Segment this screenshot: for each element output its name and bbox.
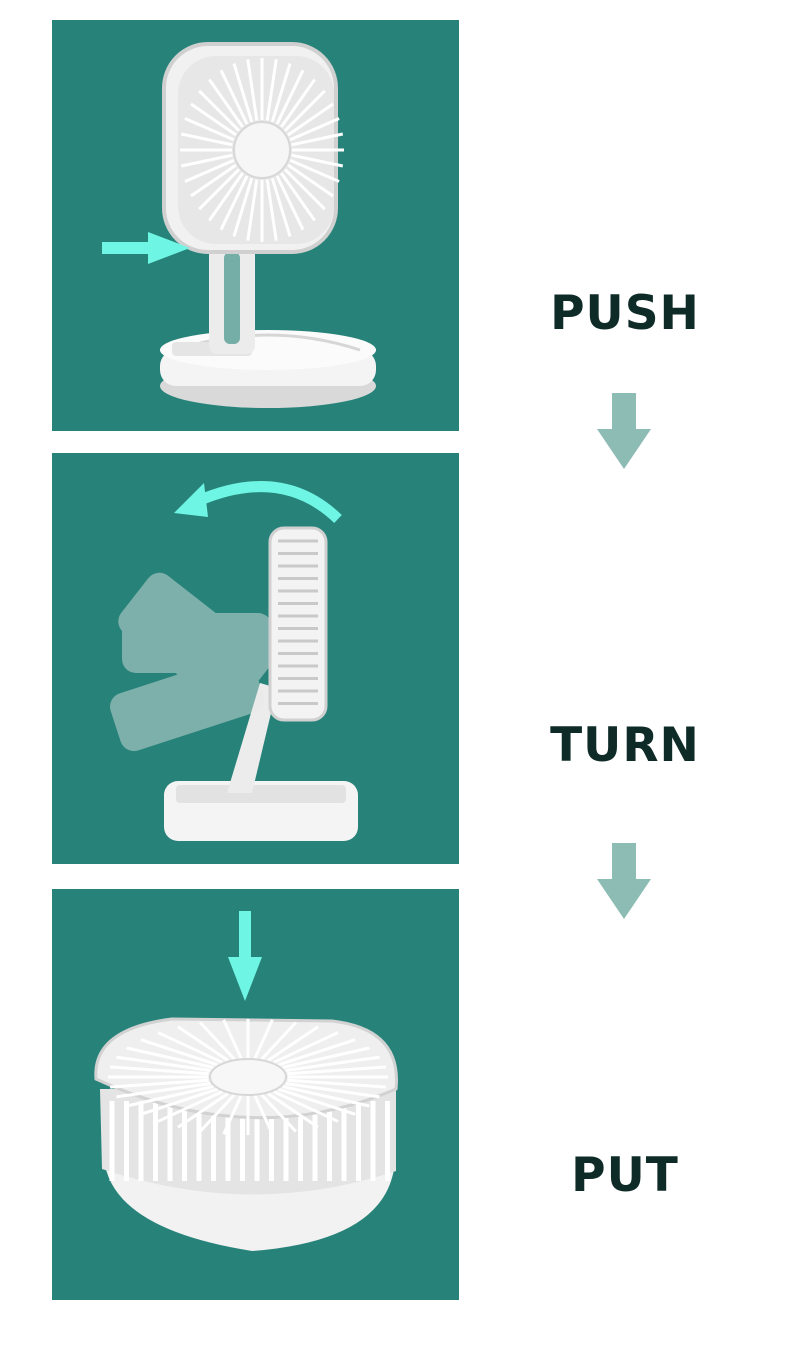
put-step-illustration — [52, 889, 459, 1300]
fan-standing-image — [102, 42, 376, 408]
push-step-illustration — [52, 20, 459, 431]
turn-step-illustration — [52, 453, 459, 864]
fan-folded-image — [94, 911, 398, 1251]
put-arrow-icon — [228, 911, 262, 1001]
down-arrow-icon — [597, 393, 651, 469]
fan-turning-image — [110, 481, 358, 841]
step-label-push: PUSH — [550, 286, 700, 341]
push-arrow-icon — [102, 232, 190, 264]
step-label-turn: TURN — [550, 718, 700, 773]
turn-arrow-icon — [174, 481, 342, 524]
step-label-put: PUT — [571, 1148, 679, 1203]
down-arrow-icon — [597, 843, 651, 919]
